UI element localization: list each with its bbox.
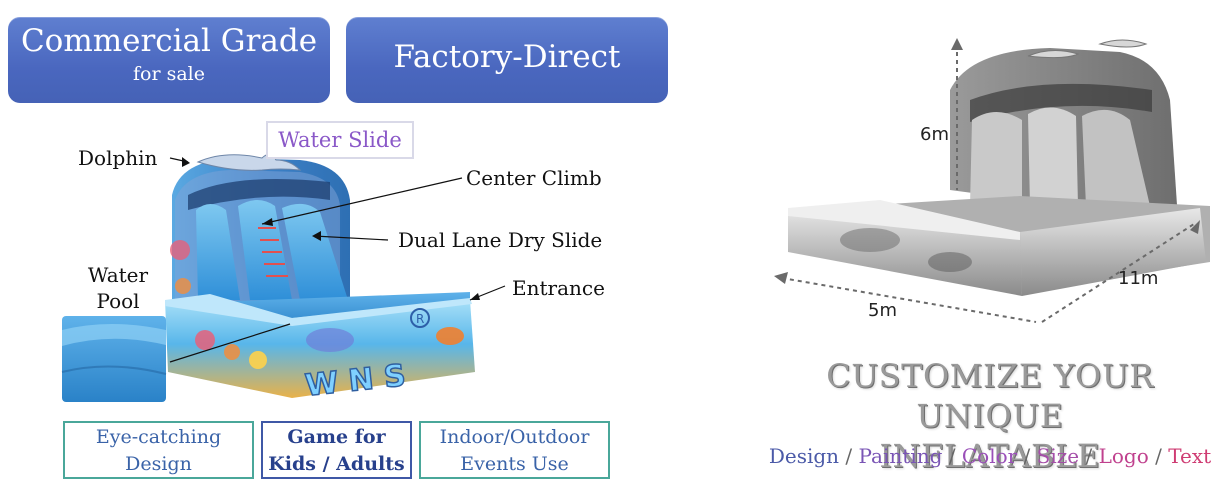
factory-direct-title: Factory-Direct xyxy=(393,39,621,75)
water-slide-image: R W N S xyxy=(61,154,506,404)
feature-game-for-kids: Game for Kids / Adults xyxy=(261,421,412,479)
option-separator: / xyxy=(1017,444,1037,468)
factory-direct-banner: Factory-Direct xyxy=(346,17,668,103)
option-design: Design xyxy=(768,444,840,468)
feature-eye-catching-line1: Eye-catching xyxy=(95,426,222,448)
feature-indoor-line2: Events Use xyxy=(460,453,569,475)
water-slide-tag: Water Slide xyxy=(266,121,414,159)
center-climb-label: Center Climb xyxy=(466,166,602,190)
dolphin-label: Dolphin xyxy=(78,146,158,170)
option-logo: Logo xyxy=(1098,444,1149,468)
feature-indoor-line1: Indoor/Outdoor xyxy=(439,426,590,448)
slide-lane-left xyxy=(196,204,240,300)
option-separator: / xyxy=(1148,444,1169,468)
slide-lane-right xyxy=(282,203,348,300)
entrance-label: Entrance xyxy=(512,276,605,300)
length-dimension: 11m xyxy=(1118,268,1159,289)
feature-game-line1: Game for xyxy=(287,426,386,448)
height-dimension: 6m xyxy=(920,124,949,145)
option-text: Text xyxy=(1168,444,1212,468)
customize-line2: INFLATABLE xyxy=(879,437,1101,475)
commercial-grade-banner: Commercial Grade for sale xyxy=(8,17,330,103)
option-size: Size xyxy=(1036,444,1080,468)
option-separator: / xyxy=(1079,444,1099,468)
svg-text:R: R xyxy=(416,312,424,326)
feature-eye-catching: Eye-catching Design xyxy=(63,421,254,479)
option-color: Color xyxy=(961,444,1018,468)
option-separator: / xyxy=(942,444,962,468)
feature-indoor-outdoor: Indoor/Outdoor Events Use xyxy=(419,421,610,479)
commercial-grade-subtitle: for sale xyxy=(133,63,205,85)
grayscale-slide-image xyxy=(774,38,1210,323)
water-pool-label-line2: Pool xyxy=(96,289,140,313)
dual-lane-label: Dual Lane Dry Slide xyxy=(398,228,603,252)
customize-options: Design / Painting / Color / Size / Logo … xyxy=(750,444,1218,468)
water-pool-label: Water Pool xyxy=(82,262,154,314)
option-painting: Painting xyxy=(858,444,943,468)
feature-eye-catching-line2: Design xyxy=(125,453,192,475)
customize-line1: CUSTOMIZE YOUR UNIQUE xyxy=(826,357,1154,435)
width-dimension: 5m xyxy=(868,300,897,321)
commercial-grade-title: Commercial Grade xyxy=(20,23,318,59)
water-pool-label-line1: Water xyxy=(87,263,149,287)
customize-heading: CUSTOMIZE YOUR UNIQUE INFLATABLE xyxy=(750,356,1218,476)
feature-game-line2: Kids / Adults xyxy=(268,453,405,475)
option-separator: / xyxy=(839,444,859,468)
